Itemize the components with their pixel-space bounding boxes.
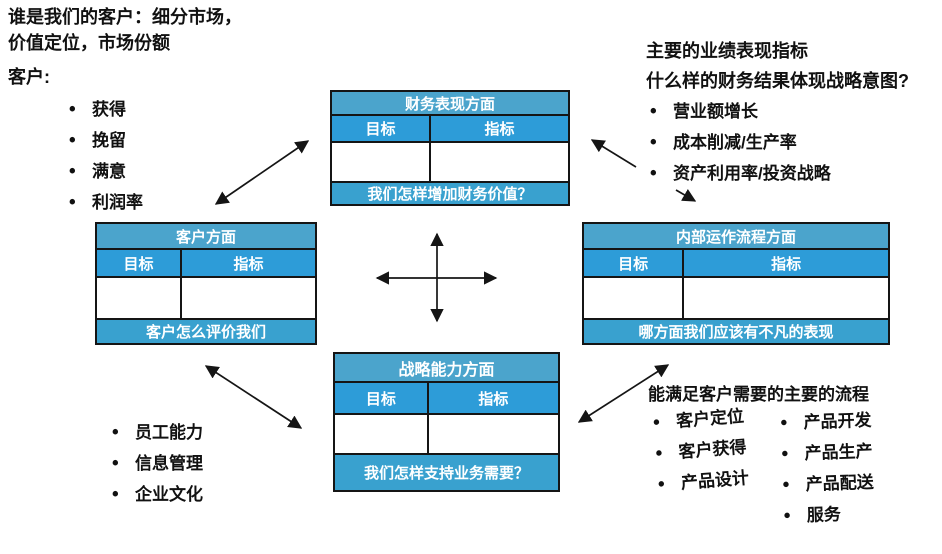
list-item: 挽留 (65, 125, 242, 156)
arrow-financial-internal-upper (590, 139, 637, 168)
financial-header-row: 目标 指标 (332, 116, 568, 143)
arrow-financial-internal-lower (675, 188, 697, 202)
metric-header-cell: 指标 (771, 255, 802, 273)
arrow-customer-strategic (204, 365, 303, 429)
list-item: 服务 (779, 498, 875, 532)
strategic-capability-perspective-box: 战略能力方面 目标 指标 我们怎样支持业务需要？ (333, 352, 560, 492)
list-item: 企业文化 (108, 479, 203, 510)
metric-header-cell: 指标 (233, 255, 264, 273)
goal-header-cell: 目标 (335, 383, 429, 413)
note-line-1: 谁是我们的客户：细分市场， (8, 7, 242, 27)
customer-segment-note: 谁是我们的客户：细分市场， 价值定位，市场份额 客户: 获得 挽留 满意 利润率 (8, 4, 242, 218)
internal-box-title: 内部运作流程方面 (584, 224, 888, 250)
list-item: 员工能力 (108, 417, 203, 448)
customer-label: 客户: (8, 67, 50, 87)
financial-kpi-note: 主要的业绩表现指标 什么样的财务结果体现战略意图? 营业额增长 成本削减/生产率… (646, 36, 909, 189)
metric-header-cell: 指标 (478, 390, 509, 408)
goal-header-cell: 目标 (97, 250, 183, 276)
list-item: 满意 (65, 156, 242, 187)
internal-header-row: 目标 指标 (584, 250, 888, 278)
metric-empty-cell (429, 415, 558, 453)
list-item: 资产利用率/投资战略 (646, 158, 909, 189)
capability-note: 员工能力 信息管理 企业文化 (108, 417, 203, 510)
customer-header-row: 目标 指标 (97, 250, 315, 278)
financial-box-title: 财务表现方面 (332, 92, 568, 116)
metric-empty-cell (182, 278, 315, 318)
list-item: 信息管理 (108, 448, 203, 479)
process-note-heading: 能满足客户需要的主要的流程 (648, 385, 869, 404)
list-item: 营业额增长 (646, 96, 909, 127)
financial-kpi-bullet-list: 营业额增长 成本削减/生产率 资产利用率/投资战略 (646, 96, 909, 189)
note-line-2: 价值定位，市场份额 (8, 33, 170, 53)
customer-perspective-box: 客户方面 目标 指标 客户怎么评价我们 (95, 222, 317, 345)
list-item: 利润率 (65, 187, 242, 218)
metric-header-cell: 指标 (484, 121, 515, 138)
financial-perspective-box: 财务表现方面 目标 指标 我们怎样增加财务价值？ (330, 90, 570, 206)
list-item: 产品生产 (777, 436, 873, 470)
internal-empty-row (584, 278, 888, 320)
note-line-2: 什么样的财务结果体现战略意图? (646, 71, 909, 91)
metric-empty-cell (431, 143, 568, 181)
goal-empty-cell (335, 415, 429, 453)
list-item: 获得 (65, 94, 242, 125)
goal-header-cell: 目标 (332, 116, 432, 141)
process-note: 能满足客户需要的主要的流程 客户定位 客户获得 产品设计 产品开发 产品生产 产… (648, 382, 874, 532)
strategic-header-row: 目标 指标 (335, 383, 558, 415)
process-bullet-columns: 客户定位 客户获得 产品设计 产品开发 产品生产 产品配送 服务 (648, 407, 874, 532)
customer-bullet-list: 获得 挽留 满意 利润率 (65, 94, 242, 218)
goal-empty-cell (332, 143, 432, 181)
customer-box-title: 客户方面 (97, 224, 315, 250)
metric-empty-cell (684, 278, 888, 318)
internal-process-perspective-box: 内部运作流程方面 目标 指标 哪方面我们应该有不凡的表现 (582, 222, 890, 345)
strategic-question-bar: 我们怎样支持业务需要？ (335, 455, 558, 490)
goal-empty-cell (97, 278, 183, 318)
strategic-box-title: 战略能力方面 (335, 354, 558, 383)
note-line-1: 主要的业绩表现指标 (646, 41, 808, 61)
process-bullet-list-1: 客户定位 客户获得 产品设计 (648, 398, 783, 501)
financial-question-bar: 我们怎样增加财务价值？ (332, 183, 568, 204)
strategic-empty-row (335, 415, 558, 455)
list-item: 产品配送 (778, 467, 874, 501)
customer-empty-row (97, 278, 315, 320)
financial-empty-row (332, 143, 568, 183)
goal-header-cell: 目标 (584, 250, 685, 276)
list-item: 成本削减/生产率 (646, 127, 909, 158)
customer-question-bar: 客户怎么评价我们 (97, 320, 315, 343)
goal-empty-cell (584, 278, 685, 318)
list-item: 产品开发 (776, 405, 872, 439)
capability-bullet-list: 员工能力 信息管理 企业文化 (108, 417, 203, 510)
process-bullet-list-2: 产品开发 产品生产 产品配送 服务 (776, 405, 875, 532)
internal-question-bar: 哪方面我们应该有不凡的表现 (584, 320, 888, 343)
